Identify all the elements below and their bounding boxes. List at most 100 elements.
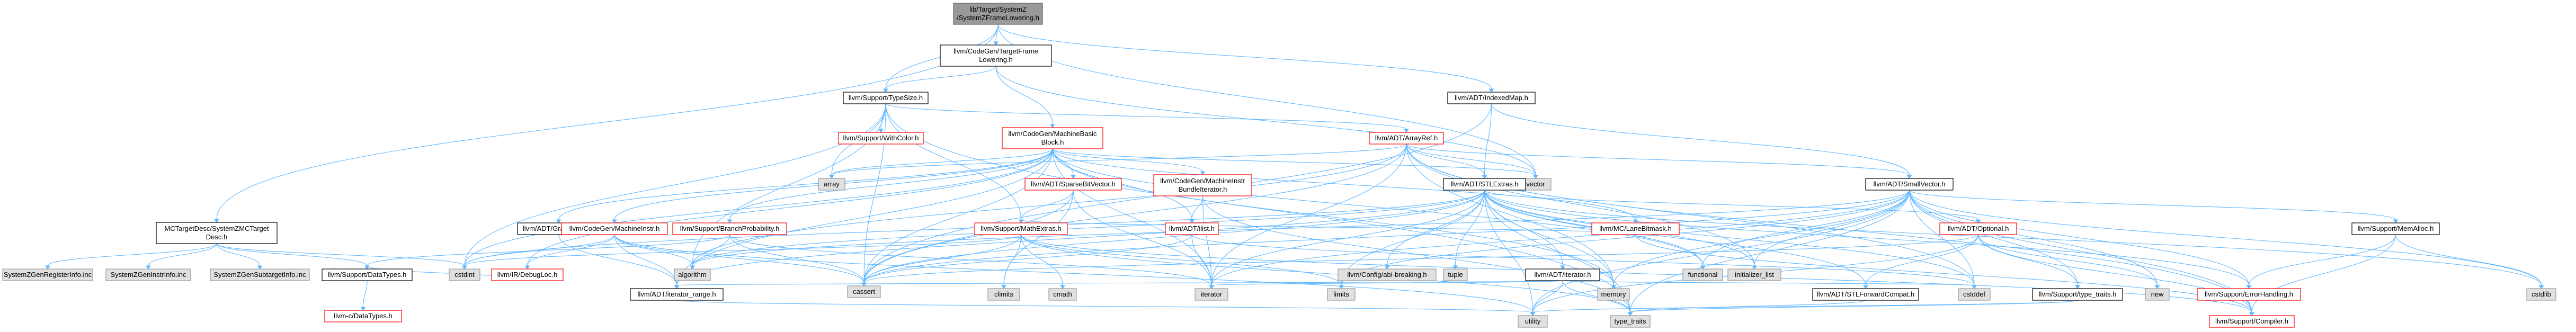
node-label-subtargetinfo-0: SystemZGenSubtargetInfo.inc: [213, 271, 306, 279]
node-tuple: tuple: [1443, 268, 1468, 281]
node-label-ilist-0: llvm/ADT/ilist.h: [1169, 225, 1215, 232]
node-branchprob[interactable]: llvm/Support/BranchProbability.h: [672, 222, 787, 235]
node-debugloc[interactable]: llvm/IR/DebugLoc.h: [491, 268, 564, 281]
node-label-typetraits-0: type_traits: [1615, 317, 1646, 325]
edge-typetraitsh-to-utility: [1530, 300, 2078, 316]
node-arrayref[interactable]: llvm/ADT/ArrayRef.h: [1369, 132, 1444, 145]
node-label-iterator-0: iterator: [1201, 290, 1223, 298]
node-regsinfo: SystemZGenRegisterInfo.inc: [2, 268, 93, 281]
node-errorhandling[interactable]: llvm/Support/ErrorHandling.h: [2197, 288, 2301, 301]
node-mibundle[interactable]: llvm/CodeGen/MachineInstrBundleIterator.…: [1153, 174, 1252, 196]
node-label-cstddef-0: cstddef: [1963, 290, 1985, 298]
edge-graphtraits-to-iterrange: [558, 234, 680, 289]
node-typesize[interactable]: llvm/Support/TypeSize.h: [843, 92, 929, 104]
edge-memalloc-to-compiler: [2249, 234, 2396, 316]
node-label-typetraitsh-0: llvm/Support/type_traits.h: [2039, 290, 2117, 298]
edge-mctd-to-subtargetinfo: [216, 243, 263, 270]
edge-memalloc-to-errorhandling: [2246, 234, 2396, 289]
node-label-initlist-0: initializer_list: [1735, 271, 1774, 279]
node-label-cmath-0: cmath: [1053, 290, 1072, 298]
node-instrinfo: SystemZGenInstrInfo.inc: [105, 268, 191, 281]
node-compiler[interactable]: llvm/Support/Compiler.h: [2209, 315, 2295, 328]
node-label-mbb-0: llvm/CodeGen/MachineBasic: [1009, 130, 1097, 138]
edge-arrayref-to-stlextras: [1406, 143, 1487, 179]
edge-adtiterator-to-iterrange: [674, 280, 1563, 289]
node-label-smallvector-0: llvm/ADT/SmallVector.h: [1874, 180, 1946, 188]
node-adtiterator[interactable]: llvm/ADT/iterator.h: [1525, 268, 1600, 281]
node-cdatatypes[interactable]: llvm-c/DataTypes.h: [324, 310, 402, 322]
node-cstdint: cstdint: [449, 268, 480, 281]
node-machineinstr[interactable]: llvm/CodeGen/MachineInstr.h: [561, 222, 668, 235]
node-label-limits-0: limits: [1333, 290, 1349, 298]
node-label-arrayref-0: llvm/ADT/ArrayRef.h: [1375, 134, 1438, 142]
node-limits: limits: [1327, 288, 1356, 301]
edge-smallvector-to-algorithm: [690, 190, 1910, 270]
edge-mctd-to-regsinfo: [45, 243, 217, 270]
edge-arrayref-to-vector: [1406, 143, 1538, 179]
node-label-instrinfo-0: SystemZGenInstrInfo.inc: [110, 271, 186, 279]
node-optional[interactable]: llvm/ADT/Optional.h: [1939, 222, 2017, 235]
node-utility: utility: [1518, 315, 1548, 328]
node-indexedmap[interactable]: llvm/ADT/IndexedMap.h: [1447, 92, 1536, 104]
edge-optional-to-new: [1977, 234, 2160, 289]
edge-smallvector-to-cstddef: [1909, 190, 1977, 289]
node-typetraitsh[interactable]: llvm/Support/type_traits.h: [2032, 288, 2123, 301]
node-stlextras[interactable]: llvm/ADT/STLExtras.h: [1443, 178, 1526, 191]
edge-typesize-to-mathextras: [885, 103, 1024, 223]
node-memory: memory: [1597, 288, 1630, 301]
edge-branchprob-to-iterator: [729, 234, 1214, 289]
node-climits: climits: [987, 288, 1020, 301]
edge-mbb-to-mibundle: [1052, 148, 1206, 175]
node-label-functional-0: functional: [1688, 271, 1718, 279]
edge-mctd-to-instrinfo: [146, 243, 217, 270]
node-label-typesize-0: llvm/Support/TypeSize.h: [849, 94, 923, 102]
edge-smallvector-to-initlist: [1752, 190, 1910, 270]
node-label-sparsebv-0: llvm/ADT/SparseBitVector.h: [1031, 180, 1116, 188]
node-ilist[interactable]: llvm/ADT/ilist.h: [1165, 222, 1219, 235]
node-label-iterrange-0: llvm/ADT/iterator_range.h: [637, 290, 716, 298]
edge-arrayref-to-array: [829, 143, 1407, 179]
node-lanebitmask[interactable]: llvm/MC/LaneBitmask.h: [1591, 222, 1680, 235]
edge-root-to-indexedmap: [997, 24, 1494, 93]
node-datatypes[interactable]: llvm/Support/DataTypes.h: [322, 268, 413, 281]
node-label-errorhandling-0: llvm/Support/ErrorHandling.h: [2205, 290, 2293, 298]
node-label-datatypes-0: llvm/Support/DataTypes.h: [328, 271, 407, 279]
node-label-tuple-0: tuple: [1448, 271, 1463, 279]
node-cmath: cmath: [1048, 288, 1077, 301]
node-label-mbb-1: Block.h: [1041, 138, 1064, 146]
node-label-mathextras-0: llvm/Support/MathExtras.h: [981, 225, 1061, 232]
node-withcolor[interactable]: llvm/Support/WithColor.h: [838, 132, 924, 145]
node-iterrange[interactable]: llvm/ADT/iterator_range.h: [630, 288, 724, 301]
node-root[interactable]: lib/Target/SystemZ/SystemZFrameLowering.…: [953, 3, 1043, 25]
node-stlfwdcompat[interactable]: llvm/ADT/STLForwardCompat.h: [1812, 288, 1919, 301]
edge-arrayref-to-smallvector: [1406, 143, 1912, 179]
edge-mctd-to-datatypes: [216, 243, 370, 270]
node-label-debugloc-0: llvm/IR/DebugLoc.h: [497, 271, 557, 279]
edge-mbb-to-debugloc: [524, 148, 1053, 270]
node-label-compiler-0: llvm/Support/Compiler.h: [2215, 317, 2288, 325]
node-array: array: [818, 178, 845, 191]
node-label-stlfwdcompat-0: llvm/ADT/STLForwardCompat.h: [1817, 290, 1914, 298]
node-vector: vector: [1520, 178, 1552, 191]
node-label-mibundle-0: llvm/CodeGen/MachineInstr: [1160, 177, 1245, 185]
node-label-stlextras-0: llvm/ADT/STLExtras.h: [1451, 180, 1519, 188]
nodes-layer: lib/Target/SystemZ/SystemZFrameLowering.…: [2, 3, 2556, 328]
edge-mbb-to-array: [829, 148, 1053, 179]
node-mathextras[interactable]: llvm/Support/MathExtras.h: [974, 222, 1068, 235]
node-memalloc[interactable]: llvm/Support/MemAlloc.h: [2351, 222, 2440, 235]
node-label-optional-0: llvm/ADT/Optional.h: [1948, 225, 2009, 232]
node-label-machineinstr-0: llvm/CodeGen/MachineInstr.h: [569, 225, 660, 232]
edge-mbb-to-iterrange: [674, 148, 1053, 289]
node-smallvector[interactable]: llvm/ADT/SmallVector.h: [1865, 178, 1954, 191]
node-initlist: initializer_list: [1727, 268, 1781, 281]
edge-smallvector-to-memalloc: [1909, 190, 2399, 223]
node-new: new: [2145, 288, 2170, 301]
edge-tfl-to-mbb: [995, 66, 1055, 128]
edge-optional-to-cassert: [861, 234, 1979, 286]
node-sparsebv[interactable]: llvm/ADT/SparseBitVector.h: [1024, 178, 1122, 191]
node-label-branchprob-0: llvm/Support/BranchProbability.h: [680, 225, 780, 232]
